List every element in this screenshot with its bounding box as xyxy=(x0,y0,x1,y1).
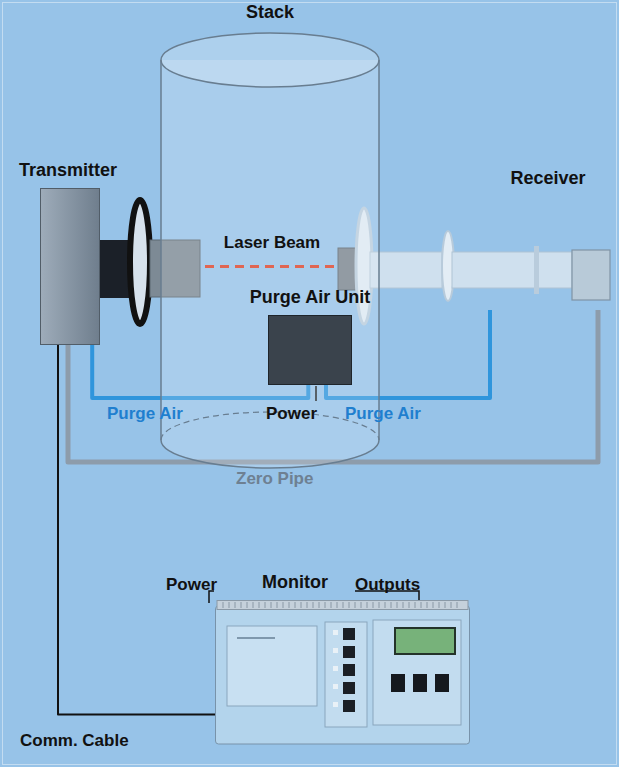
power-label: Power xyxy=(266,404,317,424)
connector-label: Purge Air xyxy=(345,404,421,424)
connector-label: Laser Beam xyxy=(224,233,320,253)
node-heading: Receiver xyxy=(510,168,585,189)
connector-label: Purge Air xyxy=(107,404,183,424)
purge-air-unit-box: Purge Air Unit xyxy=(268,315,352,385)
transmitter-flange xyxy=(130,200,150,324)
receiver-pipe xyxy=(370,252,442,288)
connector-label: Comm. Cable xyxy=(20,731,129,751)
node-heading: Stack xyxy=(246,2,294,23)
outputs-label: Outputs xyxy=(355,575,420,595)
node-heading: Transmitter xyxy=(19,160,117,181)
receiver-unit-outline xyxy=(440,232,612,310)
node-heading: Monitor xyxy=(262,572,328,593)
receiver-unit: Receiver xyxy=(440,232,612,310)
transmitter-box-outline xyxy=(40,188,100,345)
monitor-rack: Monitor xyxy=(215,600,470,745)
power-label: Power xyxy=(166,575,217,595)
node-heading: Purge Air Unit xyxy=(250,287,370,308)
transmitter-box: Transmitter xyxy=(40,188,100,345)
connector-label: Zero Pipe xyxy=(236,469,313,489)
monitor-rack-outline xyxy=(215,600,470,745)
purge-air-unit-box-outline xyxy=(268,315,352,385)
